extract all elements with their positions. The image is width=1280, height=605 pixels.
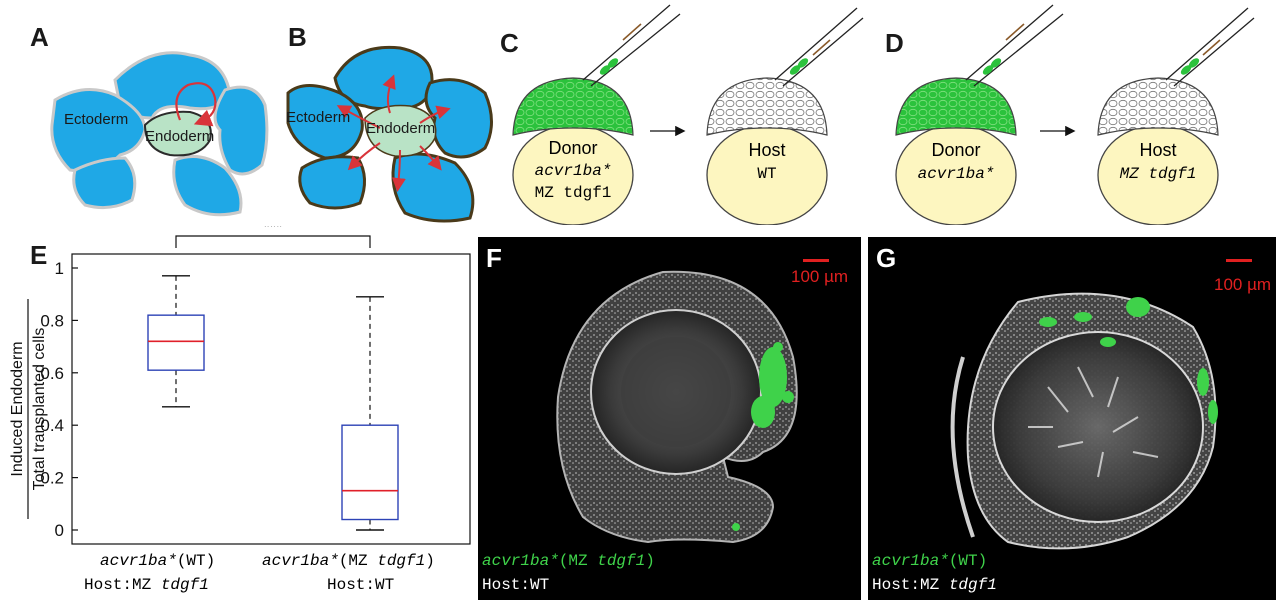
caption-host: Host:WT [482,576,550,594]
pipette [582,4,681,87]
embryo-image-g [950,292,1218,550]
box-1 [147,275,205,408]
caption-host: Host:MZ tdgf1 [872,576,997,594]
plot-frame [71,253,471,545]
panel-label-a: A [30,22,49,52]
migration-arrow [175,82,217,127]
x-category-2-line1: acvr1ba*(MZ tdgf1) [262,552,435,570]
gfp-cells [732,342,794,531]
panel-f-micrograph: 100 µm F acvr1ba*(MZ tdgf1) Host:WT [478,237,861,600]
plot-axes [27,253,471,545]
ectoderm-cell [50,88,147,173]
panel-label-e: E [30,240,48,270]
ectoderm-label: Ectoderm [64,111,128,128]
scale-bar [1226,259,1252,262]
panel-label-c: C [500,28,519,58]
iqr-box [341,424,399,521]
panel-a-cells-diagram: Ectoderm Endoderm [50,51,269,217]
box-2 [341,296,399,531]
ectoderm-cell [391,152,475,223]
y-tick-label: 0.8 [40,311,64,330]
scale-label: 100 µm [791,267,849,286]
y-tick-label: 0.4 [40,416,64,435]
donor-genotype-1: acvr1ba* [534,162,612,180]
y-axis-label-denominator: Total transplanted cells [31,328,48,491]
panel-label-b: B [288,22,307,52]
endoderm-label: Endoderm [145,128,214,145]
gfp-cells [1039,297,1218,424]
ectoderm-cell [172,154,243,217]
x-category-2-line2: Host:WT [327,576,395,594]
host-genotype: MZ tdgf1 [1119,165,1197,183]
ectoderm-cell [424,78,493,159]
host-genotype: WT [757,165,777,183]
protrusion-arrows [336,74,451,192]
iqr-box [147,314,205,371]
host-title: Host [1139,140,1177,160]
embryo-image-f [556,270,798,544]
host-blastoderm [706,77,828,136]
donor-genotype-2: MZ tdgf1 [534,184,612,202]
caption-donor: acvr1ba*(WT) [872,552,988,570]
panel-b-cells-diagram: Ectoderm Endoderm [286,45,493,223]
panel-label-f: F [486,243,502,273]
donor-title: Donor [931,140,981,160]
ectoderm-cell [72,156,137,210]
scale-bar [803,259,829,262]
ectoderm-label: Ectoderm [286,109,350,126]
box-plot: 0 0.2 0.4 0.6 0.8 1 *** Induced Endoderm Tota… [9,226,471,545]
y-tick-label: 0 [55,521,64,540]
y-axis-label-numerator: Induced Endoderm [9,341,26,476]
panel-label-g: G [876,243,897,273]
endoderm-cell [364,104,437,157]
boxes [147,275,399,531]
pipette-direction-arrow [622,23,642,41]
cell-streaks [1028,366,1159,478]
host-title: Host [748,140,786,160]
donor-title: Donor [548,138,598,158]
x-category-1-line2: Host:MZ tdgf1 [84,576,209,594]
donor-genotype: acvr1ba* [917,165,995,183]
scale-label: 100 µm [1214,275,1272,294]
bracket-line [175,235,371,248]
significance-stars: *** [264,226,283,236]
y-tick-label: 0.6 [40,364,64,383]
significance-bracket: *** [175,226,371,248]
y-tick-label: 0.2 [40,469,64,488]
panel-d-transplant-diagram [895,4,1255,225]
panel-label-d: D [885,28,904,58]
ectoderm-cell [286,84,364,160]
panel-g-micrograph: 100 µm G acvr1ba*(WT) Host:MZ tdgf1 [868,237,1276,600]
ectoderm-cell [213,85,269,176]
caption-donor: acvr1ba*(MZ tdgf1) [482,552,655,570]
y-ticks: 0 0.2 0.4 0.6 0.8 1 [40,259,78,540]
endoderm-label: Endoderm [366,120,435,137]
y-tick-label: 1 [55,259,64,278]
panel-c-transplant-diagram [512,4,864,225]
x-category-1-line1: acvr1ba*(WT) [100,552,216,570]
donor-blastoderm [512,77,634,136]
